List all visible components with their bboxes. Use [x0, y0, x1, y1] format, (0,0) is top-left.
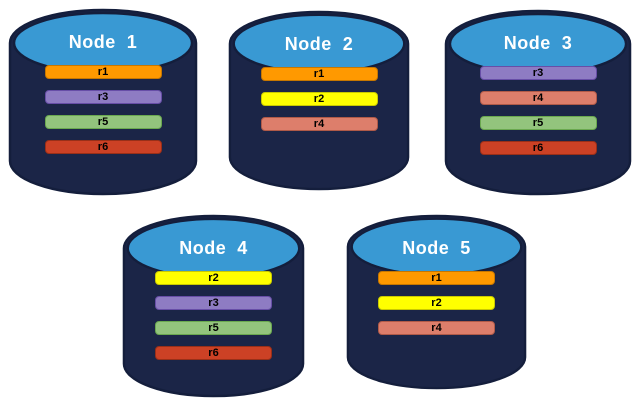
- node-4: Node 4 r2 r3 r5 r6: [122, 214, 305, 398]
- replica-bar-r5: r5: [479, 116, 597, 130]
- replica-bar-r3: r3: [44, 90, 162, 104]
- replica-bar-r6: r6: [155, 346, 272, 360]
- replica-bar-r2: r2: [155, 271, 272, 285]
- replica-list: r3 r4 r5 r6: [444, 66, 632, 155]
- node-1: Node 1 r1 r3 r5 r6: [8, 8, 198, 196]
- replica-bar-r5: r5: [44, 115, 162, 129]
- replica-bar-r1: r1: [44, 65, 162, 79]
- node-title: Node 1: [68, 32, 138, 52]
- replica-bar-r2: r2: [260, 92, 378, 106]
- replica-bar-r5: r5: [155, 321, 272, 335]
- replica-list: r1 r2 r4: [228, 67, 410, 131]
- replica-bar-r1: r1: [378, 271, 495, 285]
- node-2: Node 2 r1 r2 r4: [228, 10, 410, 191]
- node-3: Node 3 r3 r4 r5 r6: [444, 9, 632, 196]
- replica-bar-r3: r3: [479, 66, 597, 80]
- replica-list: r2 r3 r5 r6: [122, 271, 305, 360]
- replica-bar-r6: r6: [479, 141, 597, 155]
- node-5: Node 5 r1 r2 r4: [346, 214, 527, 390]
- replica-bar-r4: r4: [479, 91, 597, 105]
- replica-bar-r3: r3: [155, 296, 272, 310]
- node-title: Node 2: [284, 34, 354, 54]
- replica-bar-r6: r6: [44, 140, 162, 154]
- node-title: Node 5: [402, 238, 471, 258]
- replica-list: r1 r3 r5 r6: [8, 65, 198, 154]
- replica-bar-r4: r4: [260, 117, 378, 131]
- replica-bar-r4: r4: [378, 321, 495, 335]
- replica-bar-r1: r1: [260, 67, 378, 81]
- replica-bar-r2: r2: [378, 296, 495, 310]
- replica-list: r1 r2 r4: [346, 271, 527, 335]
- node-title: Node 3: [503, 33, 573, 53]
- node-title: Node 4: [179, 238, 248, 258]
